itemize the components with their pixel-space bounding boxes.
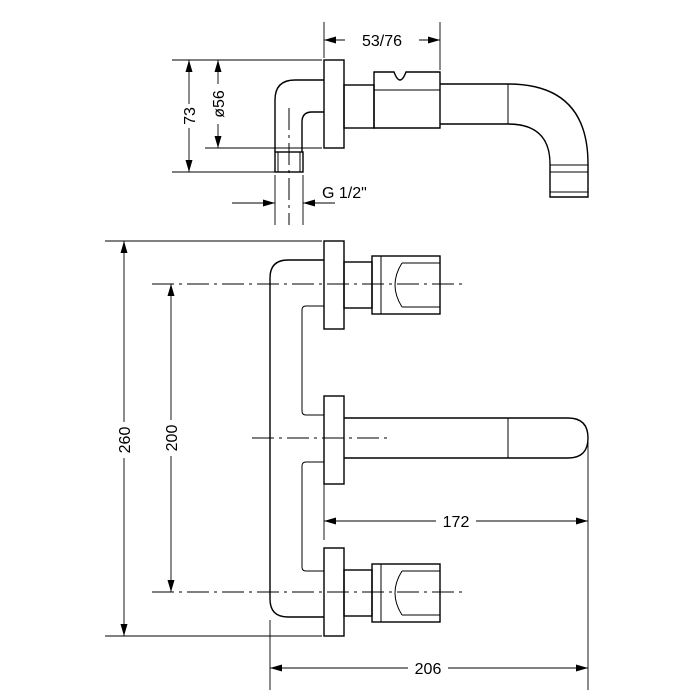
side-collar xyxy=(343,84,375,129)
dim-top-height: 73 xyxy=(182,107,199,125)
dim-top-diameter: ø56 xyxy=(211,90,228,118)
dim-total-height: 260 xyxy=(117,427,134,454)
dim-total-depth: 206 xyxy=(415,661,442,678)
plan-top-handle xyxy=(371,255,441,315)
side-handle xyxy=(373,71,441,129)
dim-thread-size: G 1/2" xyxy=(322,185,367,202)
side-elbow-body xyxy=(274,79,324,152)
dim-top-width: 53/76 xyxy=(362,33,402,50)
plan-spout xyxy=(344,417,589,459)
dim-spout-projection: 172 xyxy=(443,514,470,531)
side-spout xyxy=(440,83,589,198)
plan-bottom-handle xyxy=(371,563,441,623)
plan-top-flange xyxy=(323,240,345,330)
dim-handle-spacing: 200 xyxy=(164,425,181,452)
side-view: 53/76 73 ø56 G 1/2" xyxy=(172,22,589,225)
plan-pipe-inner xyxy=(301,305,324,572)
plan-view: 260 200 172 206 xyxy=(105,240,589,690)
side-wall-flange xyxy=(323,59,345,149)
plan-middle-flange xyxy=(323,395,345,485)
